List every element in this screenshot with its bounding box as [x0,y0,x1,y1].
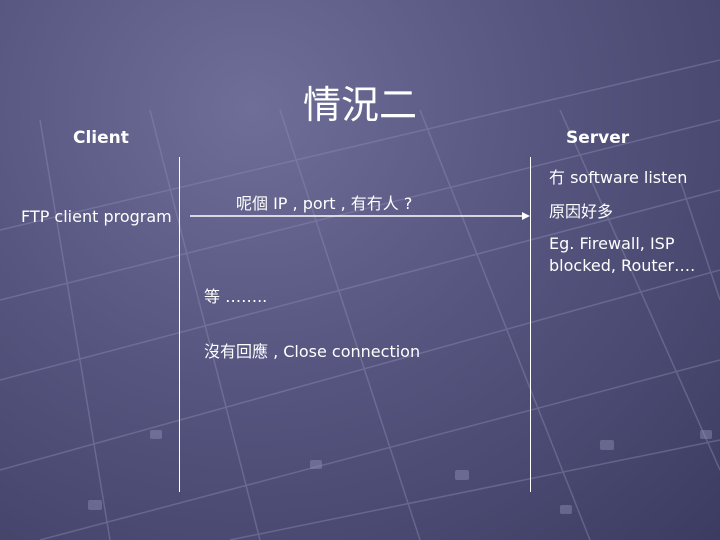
server-note-example: Eg. Firewall, ISP blocked, Router…. [549,234,696,275]
client-lifeline [179,157,180,492]
server-note-software-listen: 冇 software listen [549,168,688,187]
client-label: Client [73,128,129,148]
query-message: 呢個 IP , port , 有冇人 ? [236,194,413,213]
server-label: Server [566,128,630,148]
server-lifeline [530,157,531,492]
server-note-many-reasons: 原因好多 [549,202,614,221]
request-arrow [190,212,530,220]
no-reply-message: 沒有回應 , Close connection [204,342,421,361]
slide-title: 情況二 [302,83,417,127]
client-program-label: FTP client program [21,207,172,226]
waiting-message: 等 …….. [204,287,268,306]
